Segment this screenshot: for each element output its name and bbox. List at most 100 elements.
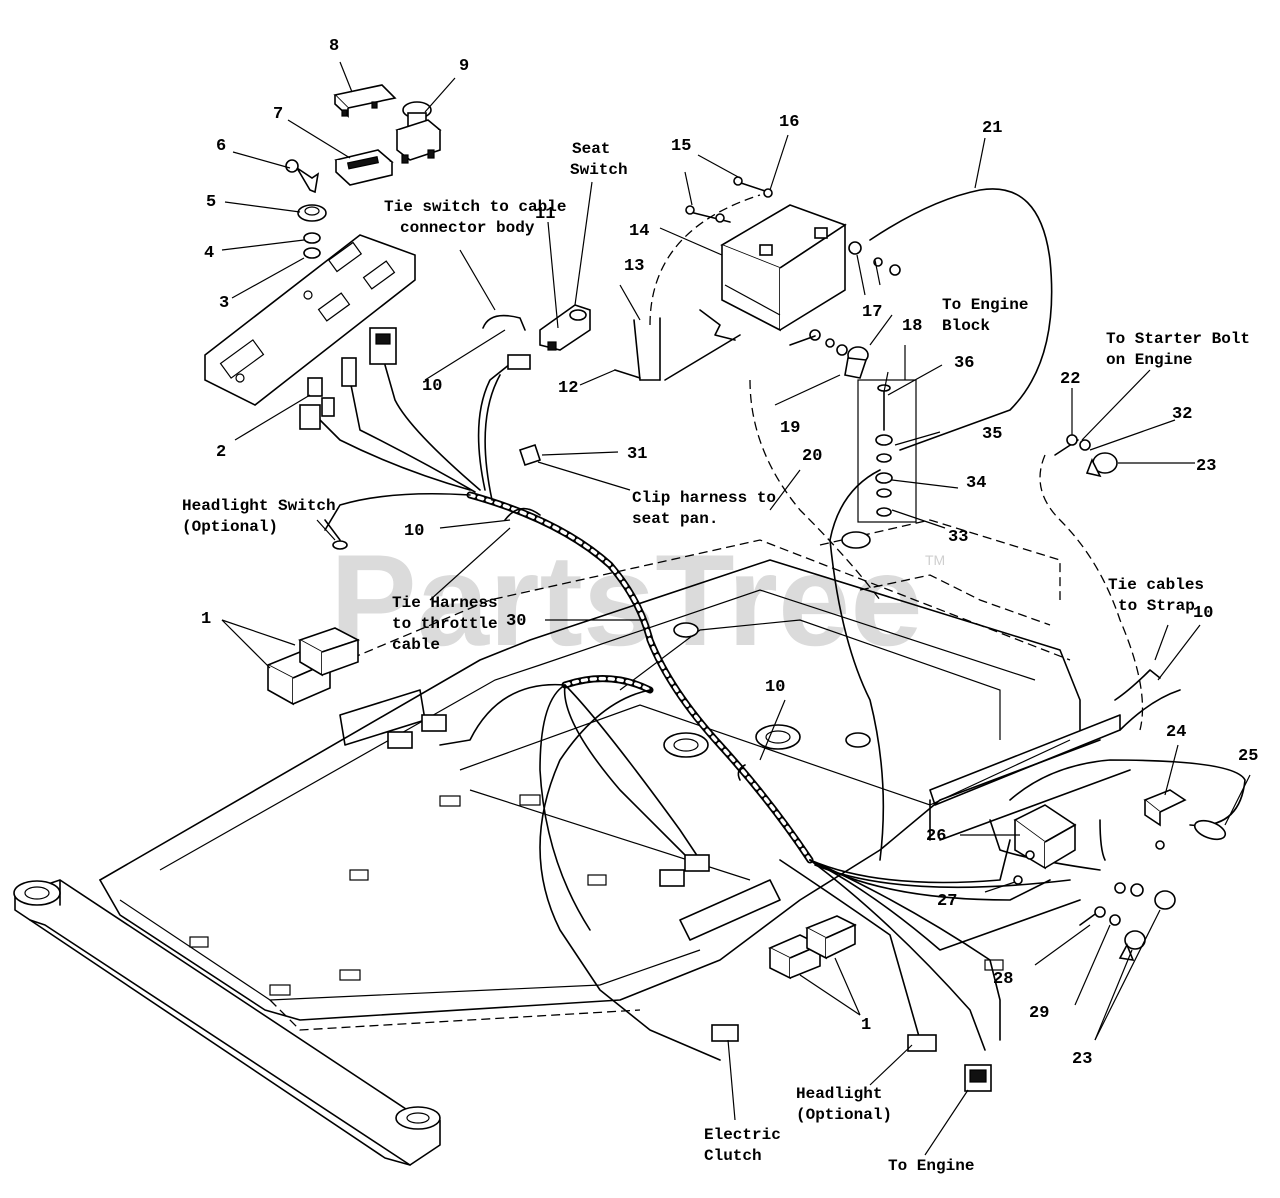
label-tie-switch-2: connector body	[400, 219, 535, 237]
part-29-nut	[1109, 882, 1144, 926]
callout-10-a: 10	[422, 377, 442, 396]
watermark: PartsTree	[330, 527, 923, 673]
callout-15: 15	[671, 137, 691, 156]
callout-29: 29	[1029, 1004, 1049, 1023]
callout-23-b: 23	[1072, 1050, 1092, 1069]
part-32-terminal	[1079, 439, 1091, 451]
callout-28: 28	[993, 970, 1013, 989]
label-to-engine: To Engine	[888, 1157, 974, 1175]
part-10-cable-ties	[482, 314, 1161, 781]
part-7-switch	[334, 149, 394, 186]
callout-23-a: 23	[1196, 457, 1216, 476]
part-16-bolt	[733, 176, 773, 198]
callout-34: 34	[966, 474, 986, 493]
part-28-bolt	[1079, 906, 1106, 926]
part-25-fuse-holder	[1193, 819, 1227, 841]
part-23-boots-bottom	[1118, 890, 1176, 962]
wiring-harness	[319, 188, 1246, 1061]
label-starter-bolt-2: on Engine	[1106, 351, 1192, 369]
part-5-nut	[297, 204, 327, 222]
callout-30: 30	[506, 612, 526, 631]
callout-2: 2	[216, 443, 226, 462]
label-clip-harness-1: Clip harness to	[632, 489, 776, 507]
callout-27: 27	[937, 892, 957, 911]
callout-8: 8	[329, 37, 339, 56]
label-tie-switch-1: Tie switch to cable	[384, 198, 566, 216]
callout-13: 13	[624, 257, 644, 276]
part-31-harness-clip	[518, 443, 542, 467]
label-tie-harness-3: cable	[392, 636, 440, 654]
label-starter-bolt-1: To Starter Bolt	[1106, 330, 1250, 348]
callout-36: 36	[954, 354, 974, 373]
part-1-circuit-breaker-bottom	[768, 915, 857, 980]
part-1-circuit-breaker-top	[266, 627, 361, 706]
callout-31: 31	[627, 445, 647, 464]
part-26-starter-solenoid	[1013, 804, 1077, 870]
callout-12: 12	[558, 379, 578, 398]
part-27-screw	[1013, 875, 1023, 885]
callout-19: 19	[780, 419, 800, 438]
label-tie-harness-2: to throttle	[392, 615, 498, 633]
part-2-headlight-switch	[299, 327, 397, 550]
label-electric-clutch-2: Clutch	[704, 1147, 762, 1165]
label-headlight-switch-2: (Optional)	[182, 518, 278, 536]
label-seat-switch-1: Seat	[572, 140, 610, 158]
callout-32: 32	[1172, 405, 1192, 424]
chassis-frame	[13, 194, 1144, 1166]
part-24-solenoid	[1143, 789, 1187, 850]
label-clip-harness-2: seat pan.	[632, 510, 718, 528]
label-headlight-switch-1: Headlight Switch	[182, 497, 336, 515]
part-14-battery	[720, 204, 847, 332]
callout-4: 4	[204, 244, 214, 263]
callout-33: 33	[948, 528, 968, 547]
callout-7: 7	[273, 105, 283, 124]
callout-17: 17	[862, 303, 882, 322]
label-engine-block-2: Block	[942, 317, 990, 335]
callout-35: 35	[982, 425, 1002, 444]
part-11-seat-switch	[539, 304, 591, 351]
callout-26: 26	[926, 827, 946, 846]
callout-21: 21	[982, 119, 1002, 138]
callout-11: 11	[535, 205, 555, 224]
callout-6: 6	[216, 137, 226, 156]
label-seat-switch-2: Switch	[570, 161, 628, 179]
callout-10-b: 10	[404, 522, 424, 541]
label-headlight-2: (Optional)	[796, 1106, 892, 1124]
callout-25: 25	[1238, 747, 1258, 766]
callout-16: 16	[779, 113, 799, 132]
callout-5: 5	[206, 193, 216, 212]
callout-1-b: 1	[861, 1016, 871, 1035]
part-15-bolt	[685, 205, 731, 223]
part-9-pto-switch	[395, 101, 442, 164]
callout-1-a: 1	[201, 610, 211, 629]
part-8-switch-cover	[333, 84, 397, 118]
label-tie-cables-2: to Strap	[1118, 597, 1195, 615]
callout-22: 22	[1060, 370, 1080, 389]
callout-numbers: 8 9 7 6 5 4 3 2 10 11 12 13 14 15 16 17 …	[201, 37, 1258, 1069]
part-13-switch-rods	[614, 309, 741, 381]
callout-24: 24	[1166, 723, 1186, 742]
label-tie-cables-1: Tie cables	[1108, 576, 1204, 594]
connectors-misc	[387, 714, 992, 1092]
callout-9: 9	[459, 57, 469, 76]
label-tie-harness-1: Tie Harness	[392, 594, 498, 612]
watermark-trademark: TM	[925, 552, 945, 568]
engine-block-ground-stack	[857, 379, 917, 523]
part-19-terminal-boot	[836, 344, 869, 379]
callout-10-c: 10	[765, 678, 785, 697]
leader-lines	[221, 61, 1251, 1156]
callout-18: 18	[902, 317, 922, 336]
label-headlight-1: Headlight	[796, 1085, 882, 1103]
part-23-boot-top	[1085, 452, 1118, 478]
callout-10-d: 10	[1193, 604, 1213, 623]
callout-3: 3	[219, 294, 229, 313]
label-engine-block-1: To Engine	[942, 296, 1028, 314]
label-electric-clutch-1: Electric	[704, 1126, 781, 1144]
callout-14: 14	[629, 222, 649, 241]
part-6-ignition-key	[285, 159, 320, 194]
callout-20: 20	[802, 447, 822, 466]
part-4-washer	[303, 232, 321, 259]
part-3-dash-panel	[204, 234, 416, 406]
part-22-bolt	[1054, 434, 1079, 456]
